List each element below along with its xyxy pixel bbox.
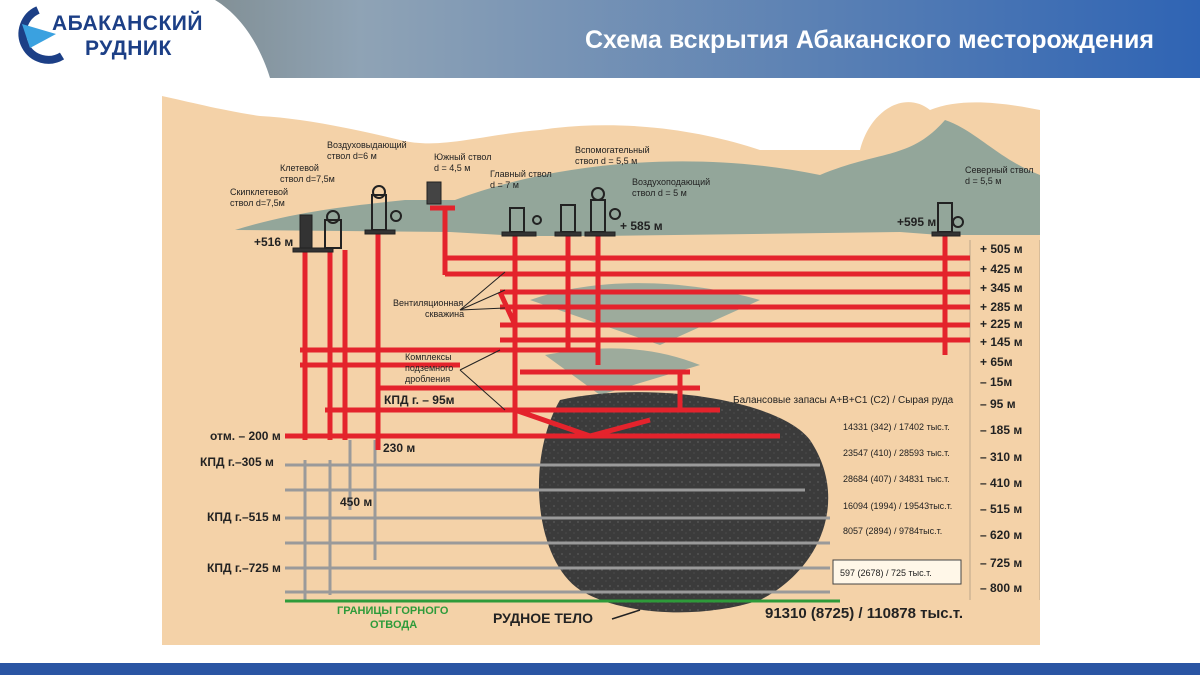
shaft-size-north: d = 5,5 м xyxy=(965,176,1001,186)
shaft-size-south: d = 4,5 м xyxy=(434,163,470,173)
level-label: – 515 м xyxy=(980,502,1022,516)
page-title: Схема вскрытия Абаканского месторождения xyxy=(584,26,1154,54)
shaft-size-cage: ствол d=7,5м xyxy=(280,174,335,184)
ore-body-label: РУДНОЕ ТЕЛО xyxy=(493,610,593,626)
shaft-label-skip: Скипклетевой xyxy=(230,187,288,197)
crusher-label-2: подземного xyxy=(405,363,453,373)
mine-scheme: Скипклетевой ствол d=7,5м Клетевой ствол… xyxy=(162,85,1040,645)
south-shaft-icon xyxy=(426,181,442,205)
kpd-515-label: КПД г.–515 м xyxy=(207,510,281,524)
shaft-label-cage: Клетевой xyxy=(280,163,319,173)
shaft-size-air-supply: ствол d = 5 м xyxy=(632,188,687,198)
footer-bar xyxy=(0,663,1200,675)
reserves-row: 28684 (407) / 34831 тыс.т. xyxy=(843,474,950,484)
skip-headframe-icon xyxy=(299,214,313,249)
level-label: – 185 м xyxy=(980,423,1022,437)
level-label: + 425 м xyxy=(980,262,1023,276)
shaft-label-aux: Вспомогательный xyxy=(575,145,650,155)
level-label: – 620 м xyxy=(980,528,1022,542)
logo-line-2: РУДНИК xyxy=(85,37,172,60)
otm-200-label: отм. – 200 м xyxy=(210,429,281,443)
shaft-label-air-supply: Воздухоподающий xyxy=(632,177,710,187)
level-label: + 505 м xyxy=(980,242,1023,256)
reserves-row: 14331 (342) / 17402 тыс.т. xyxy=(843,422,950,432)
shaft-label-vent-exhaust: Воздуховыдающий xyxy=(327,140,407,150)
boundary-label-2: ОТВОДА xyxy=(370,619,417,631)
reserves-last-box xyxy=(832,559,962,585)
shaft-label-main: Главный ствол xyxy=(490,169,552,179)
level-grid xyxy=(969,240,1040,600)
crusher-label-1: Комплексы xyxy=(405,352,452,362)
vent-borehole-label-1: Вентиляционная xyxy=(393,298,463,308)
level-label: + 345 м xyxy=(980,281,1023,295)
cage-headframe-icon xyxy=(324,219,342,249)
level-label: – 410 м xyxy=(980,476,1022,490)
deep-levels xyxy=(285,440,830,600)
kpd-725-label: КПД г.–725 м xyxy=(207,561,281,575)
level-label: + 65м xyxy=(980,355,1013,369)
shaft-size-vent-exhaust: ствол d=6 м xyxy=(327,151,377,161)
headframes xyxy=(292,181,964,253)
crusher-label-3: дробления xyxy=(405,374,450,384)
vent-borehole-label-2: скважина xyxy=(425,309,464,319)
depth-450-label: 450 м xyxy=(340,495,372,509)
shaft-label-south: Южный ствол xyxy=(434,152,491,162)
logo-mark-icon xyxy=(18,6,65,64)
depth-230-label: 230 м xyxy=(383,441,415,455)
boundary-label-1: ГРАНИЦЫ ГОРНОГО xyxy=(337,605,449,617)
reserves-row: 16094 (1994) / 19543тыс.т. xyxy=(843,501,952,511)
surface-mark-center: + 585 м xyxy=(620,219,663,233)
level-label: – 15м xyxy=(980,375,1012,389)
level-label: – 95 м xyxy=(980,397,1016,411)
level-label: + 145 м xyxy=(980,335,1023,349)
shaft-size-skip: ствол d=7,5м xyxy=(230,198,285,208)
reserves-header: Балансовые запасы А+В+С1 (С2) / Сырая ру… xyxy=(733,395,954,406)
shaft-label-north: Северный ствол xyxy=(965,165,1034,175)
level-label: – 725 м xyxy=(980,556,1022,570)
header-background xyxy=(0,0,1200,78)
level-label: + 225 м xyxy=(980,317,1023,331)
reserves-total: 91310 (8725) / 110878 тыс.т. xyxy=(765,605,963,622)
reserves-row: 597 (2678) / 725 тыс.т. xyxy=(840,568,932,578)
shaft-size-main: d = 7 м xyxy=(490,180,519,190)
level-label: – 310 м xyxy=(980,450,1022,464)
ore-body xyxy=(538,392,829,613)
shaft-size-aux: ствол d = 5,5 м xyxy=(575,156,637,166)
sky-area xyxy=(162,85,1040,150)
gray-rock-lens-1 xyxy=(530,283,760,345)
ore-body-arrow-icon xyxy=(611,609,641,620)
annotation-arrows xyxy=(459,271,506,411)
reserves-row: 8057 (2894) / 9784тыс.т. xyxy=(843,526,942,536)
mine-workings xyxy=(285,205,970,450)
surface-mark-right: +595 м xyxy=(897,215,936,229)
logo-line-1: АБАКАНСКИЙ xyxy=(52,12,203,35)
header: АБАКАНСКИЙ РУДНИК Схема вскрытия Абаканс… xyxy=(0,0,1200,78)
level-label: + 285 м xyxy=(980,300,1023,314)
kpd-305-label: КПД г.–305 м xyxy=(200,455,274,469)
level-label: – 800 м xyxy=(980,581,1022,595)
surface-mark-left: +516 м xyxy=(254,235,293,249)
kpd-95-label: КПД г. – 95м xyxy=(384,393,455,407)
reserves-row: 23547 (410) / 28593 тыс.т. xyxy=(843,448,950,458)
